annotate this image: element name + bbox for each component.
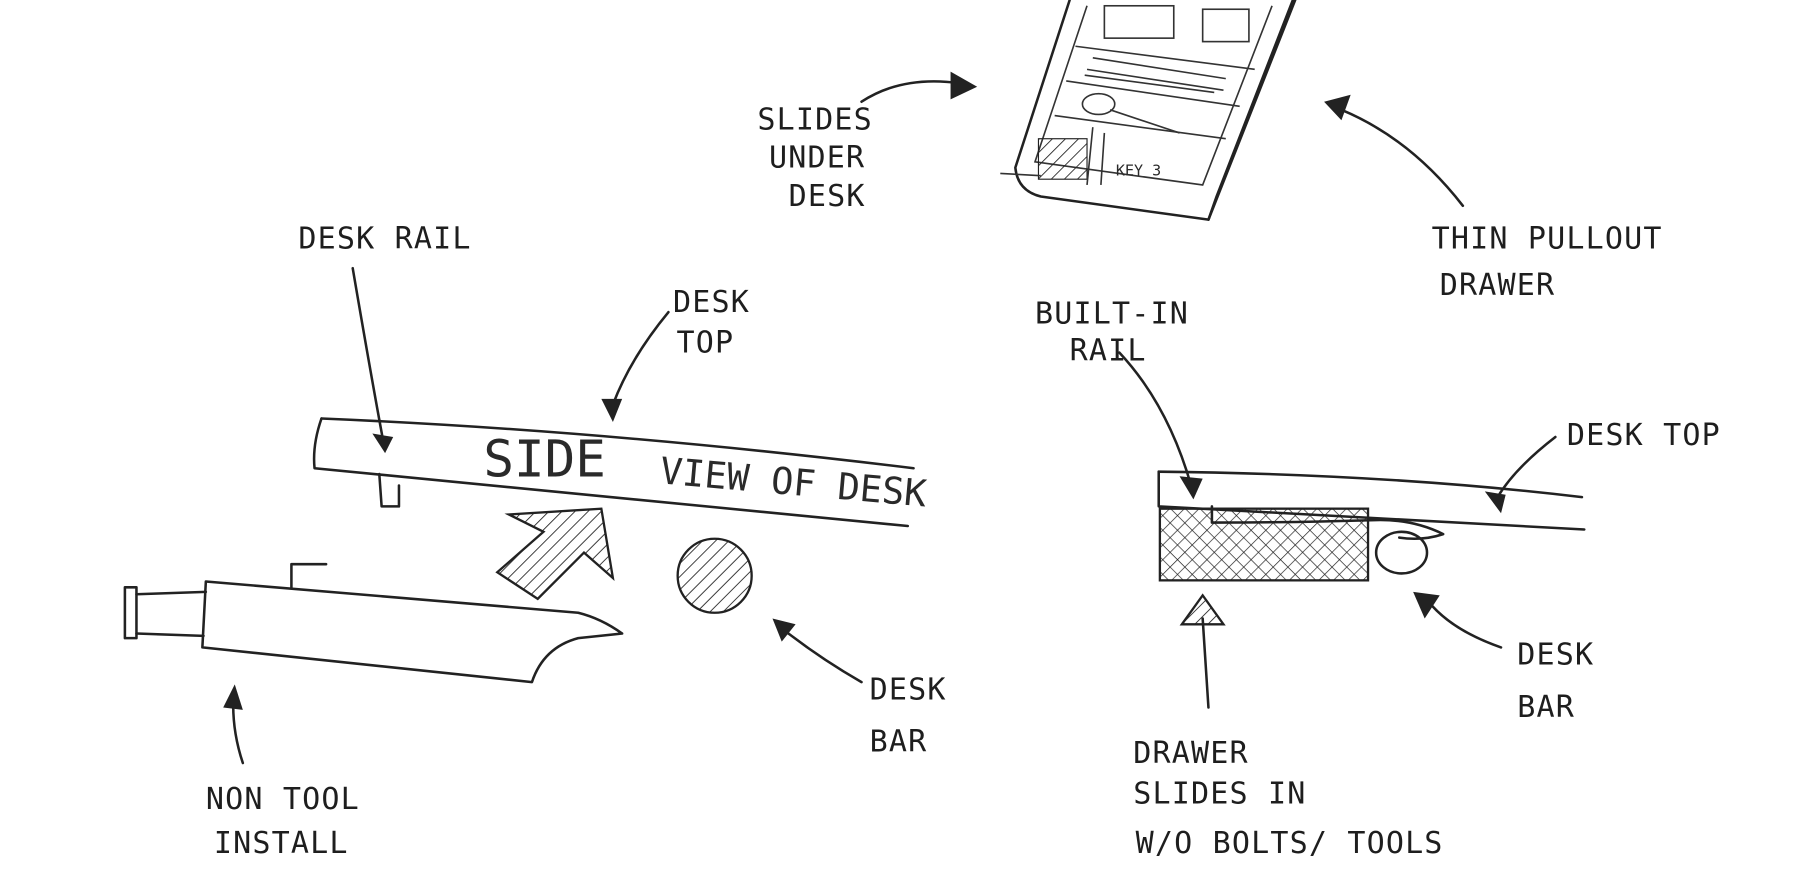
svg-text:BAR: BAR [1517, 690, 1575, 725]
label-desk-rail: DESK RAIL [298, 222, 471, 257]
svg-text:W/O BOLTS/ TOOLS: W/O BOLTS/ TOOLS [1136, 826, 1444, 861]
arrow-desk-bar-right [1426, 599, 1503, 649]
label-drawer-slides-in: DRAWER SLIDES IN W/O BOLTS/ TOOLS [1133, 736, 1444, 861]
svg-text:BUILT-IN: BUILT-IN [1035, 297, 1189, 332]
desk-bar-circle [676, 537, 753, 614]
svg-text:DESK: DESK [1517, 638, 1594, 673]
svg-text:TOP: TOP [677, 326, 735, 361]
arrowhead-icon [1324, 94, 1351, 121]
svg-text:DESK: DESK [870, 672, 947, 707]
arrow-drawer-slides [1201, 617, 1210, 709]
side-view-desk-top [312, 417, 915, 528]
svg-text:DRAWER: DRAWER [1440, 268, 1556, 303]
svg-text:NON TOOL: NON TOOL [206, 782, 360, 817]
label-desk-bar-left: DESK BAR [870, 672, 947, 759]
label-non-tool-install: NON TOOL INSTALL [206, 782, 360, 861]
title-large: SIDE [483, 429, 606, 488]
svg-text:BAR: BAR [870, 724, 928, 759]
svg-text:THIN PULLOUT: THIN PULLOUT [1432, 222, 1663, 257]
svg-text:UNDER: UNDER [769, 141, 865, 176]
arrow-desk-top-left [611, 310, 670, 406]
right-side-view [1157, 470, 1586, 582]
insert-arrow-icon [495, 507, 615, 601]
svg-text:DRAWER: DRAWER [1133, 736, 1249, 771]
drawer-rail-part [123, 562, 624, 684]
arrow-thin-drawer [1340, 108, 1465, 208]
label-desk-top-left: DESK TOP [673, 285, 750, 361]
label-thin-pullout-drawer: THIN PULLOUT DRAWER [1432, 222, 1663, 303]
arrow-built-in-rail [1118, 351, 1193, 487]
svg-text:RAIL: RAIL [1070, 334, 1147, 369]
svg-text:SLIDES IN: SLIDES IN [1133, 776, 1306, 811]
svg-text:DESK: DESK [789, 179, 866, 214]
svg-text:DESK: DESK [673, 285, 750, 320]
label-desk-top-right: DESK TOP [1567, 418, 1721, 453]
arrow-desk-bar-left [782, 628, 863, 684]
label-desk-bar-right: DESK BAR [1517, 638, 1594, 725]
arrow-desk-rail [351, 266, 386, 447]
svg-text:INSTALL: INSTALL [214, 826, 349, 861]
label-built-in-rail: BUILT-IN RAIL [1035, 297, 1189, 369]
arrow-slides-under [860, 80, 962, 104]
arrowhead-icon [950, 71, 978, 100]
arrow-desk-top-right [1496, 435, 1557, 499]
pullout-drawer-drawing: KEY 3 [1000, 0, 1297, 221]
label-slides-under-desk: SLIDES UNDER DESK [757, 102, 873, 214]
svg-text:SLIDES: SLIDES [757, 102, 873, 137]
svg-text:KEY 3: KEY 3 [1116, 162, 1161, 180]
